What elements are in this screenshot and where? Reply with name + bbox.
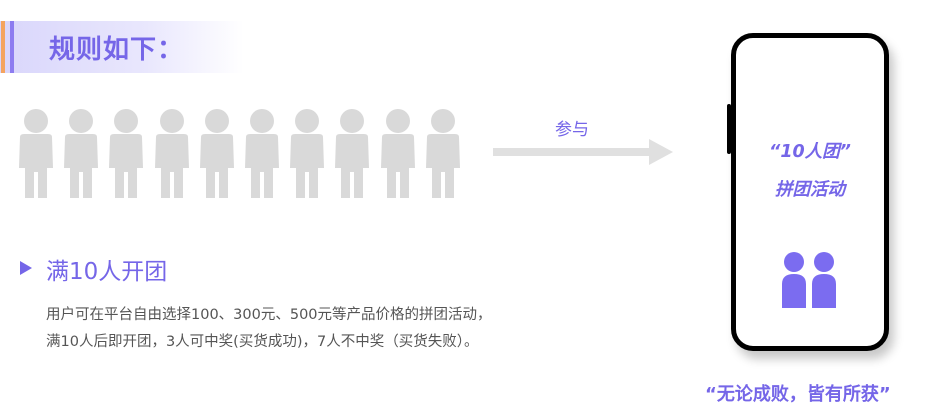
phone-side-button [727, 104, 731, 154]
triangle-bullet-icon [20, 261, 32, 275]
phone-title-line: 拼团活动 [775, 180, 845, 200]
person-icon [425, 109, 460, 198]
accent-stripe-purple [10, 21, 14, 73]
person-icon [19, 109, 53, 198]
participants-row [16, 108, 466, 198]
accent-stripe-orange [1, 21, 5, 73]
person-icon [380, 109, 415, 198]
person-icon [199, 109, 234, 198]
header-banner: 规则如下： [0, 21, 244, 73]
person-icon [245, 109, 279, 198]
page-title: 规则如下： [49, 35, 185, 65]
person-icon [109, 109, 144, 198]
description-line: 用户可在平台自由选择100、300元、500元等产品价格的拼团活动， [46, 307, 492, 323]
person-icon [290, 109, 325, 198]
person-icon [64, 109, 99, 198]
rule-description: 用户可在平台自由选择100、300元、500元等产品价格的拼团活动， 满10人后… [46, 302, 492, 356]
person-icon [335, 109, 370, 198]
slogan: “无论成败，皆有所获” [705, 384, 891, 405]
description-line: 满10人后即开团，3人可中奖(买货成功)，7人不中奖（买货失败）。 [46, 334, 479, 350]
person-icon [154, 109, 189, 198]
phone-mockup: “10人团” 拼团活动 [731, 33, 889, 351]
arrow-label: 参与 [555, 120, 589, 140]
group-people-icon [782, 252, 836, 308]
phone-title-line: “10人团” [769, 142, 851, 162]
section-title: 满10人开团 [46, 259, 168, 285]
arrow-right-icon [493, 139, 673, 165]
